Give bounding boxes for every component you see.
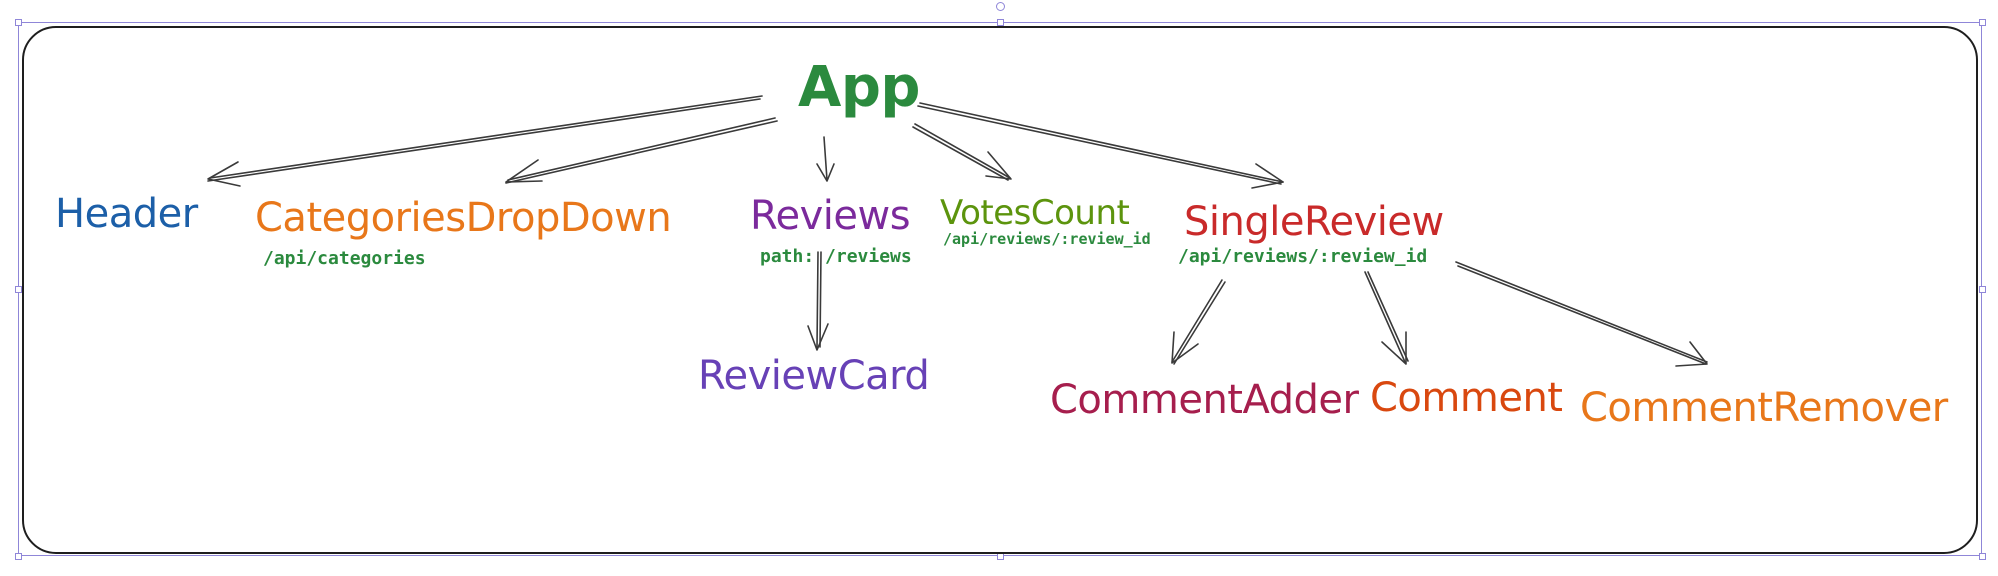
path-reviews: path: /reviews xyxy=(760,246,912,267)
node-categories-dropdown[interactable]: CategoriesDropDown xyxy=(255,195,672,241)
node-review-card[interactable]: ReviewCard xyxy=(698,353,930,399)
path-categories: /api/categories xyxy=(263,248,426,269)
node-votes-count[interactable]: VotesCount xyxy=(940,193,1130,233)
resize-handle-top-right[interactable] xyxy=(1979,19,1986,26)
resize-handle-bottom-center[interactable] xyxy=(997,553,1004,560)
resize-handle-middle-right[interactable] xyxy=(1979,286,1986,293)
path-votes-count: /api/reviews/:review_id xyxy=(943,230,1151,248)
node-single-review[interactable]: SingleReview xyxy=(1184,199,1444,245)
resize-handle-top-center[interactable] xyxy=(997,19,1004,26)
resize-handle-bottom-left[interactable] xyxy=(15,553,22,560)
resize-handle-top-left[interactable] xyxy=(15,19,22,26)
node-comment-remover[interactable]: CommentRemover xyxy=(1580,385,1948,431)
resize-handle-middle-left[interactable] xyxy=(15,286,22,293)
node-header[interactable]: Header xyxy=(55,191,198,237)
rotate-handle[interactable] xyxy=(996,2,1005,11)
path-single-review: /api/reviews/:review_id xyxy=(1178,246,1428,267)
node-reviews[interactable]: Reviews xyxy=(750,193,911,239)
node-comment-adder[interactable]: CommentAdder xyxy=(1050,377,1359,423)
node-comment[interactable]: Comment xyxy=(1370,375,1563,421)
diagram-frame[interactable] xyxy=(22,26,1978,554)
resize-handle-bottom-right[interactable] xyxy=(1979,553,1986,560)
node-app[interactable]: App xyxy=(798,55,921,120)
